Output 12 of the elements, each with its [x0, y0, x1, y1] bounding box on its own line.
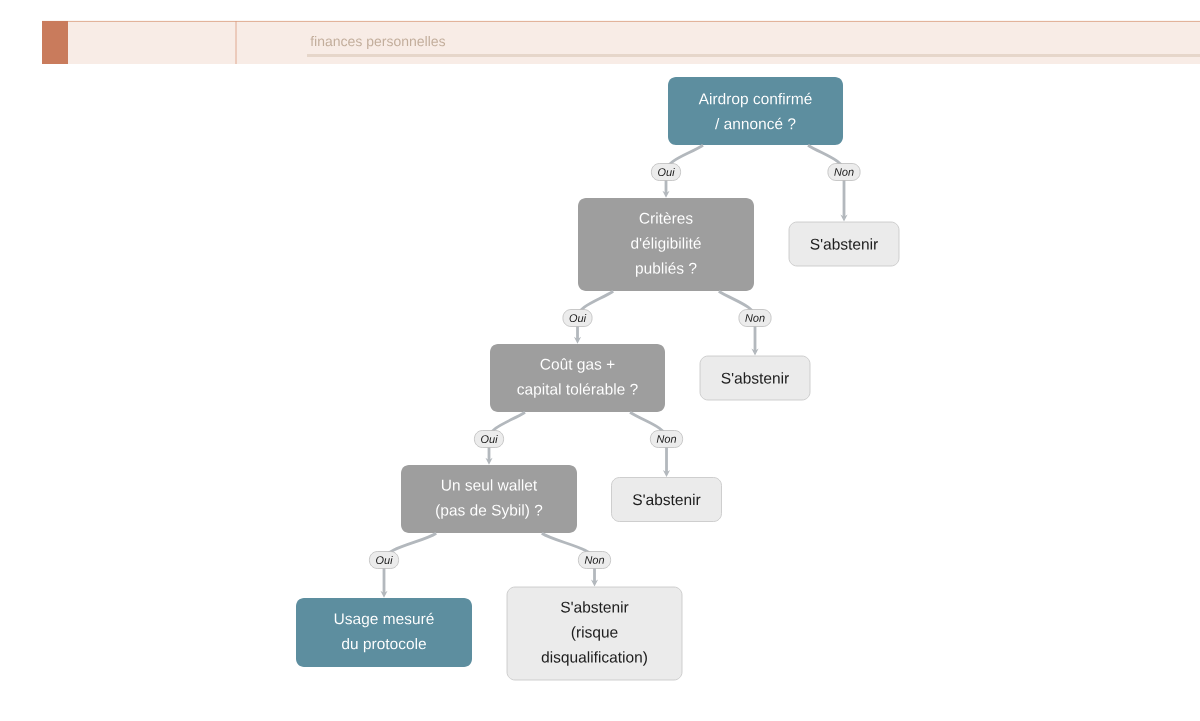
edge-label: Non: [650, 430, 683, 448]
decision-box: Critères d'éligibilité publiés ?: [578, 198, 754, 291]
decision-box: Un seul wallet (pas de Sybil) ?: [401, 465, 577, 533]
category-label: finances personnelles: [310, 36, 446, 50]
outcome-box: S'abstenir: [788, 221, 900, 267]
outcome-box: Usage mesuré du protocole: [296, 598, 472, 667]
outcome-box: S'abstenir: [699, 355, 811, 401]
decision-box: Airdrop confirmé / annoncé ?: [668, 77, 843, 145]
decision-box: Coût gas + capital tolérable ?: [490, 344, 665, 412]
outcome-box: S'abstenir (risque disqualification): [506, 586, 683, 681]
outcome-box: S'abstenir: [611, 477, 722, 522]
edge-label: Non: [578, 551, 611, 569]
